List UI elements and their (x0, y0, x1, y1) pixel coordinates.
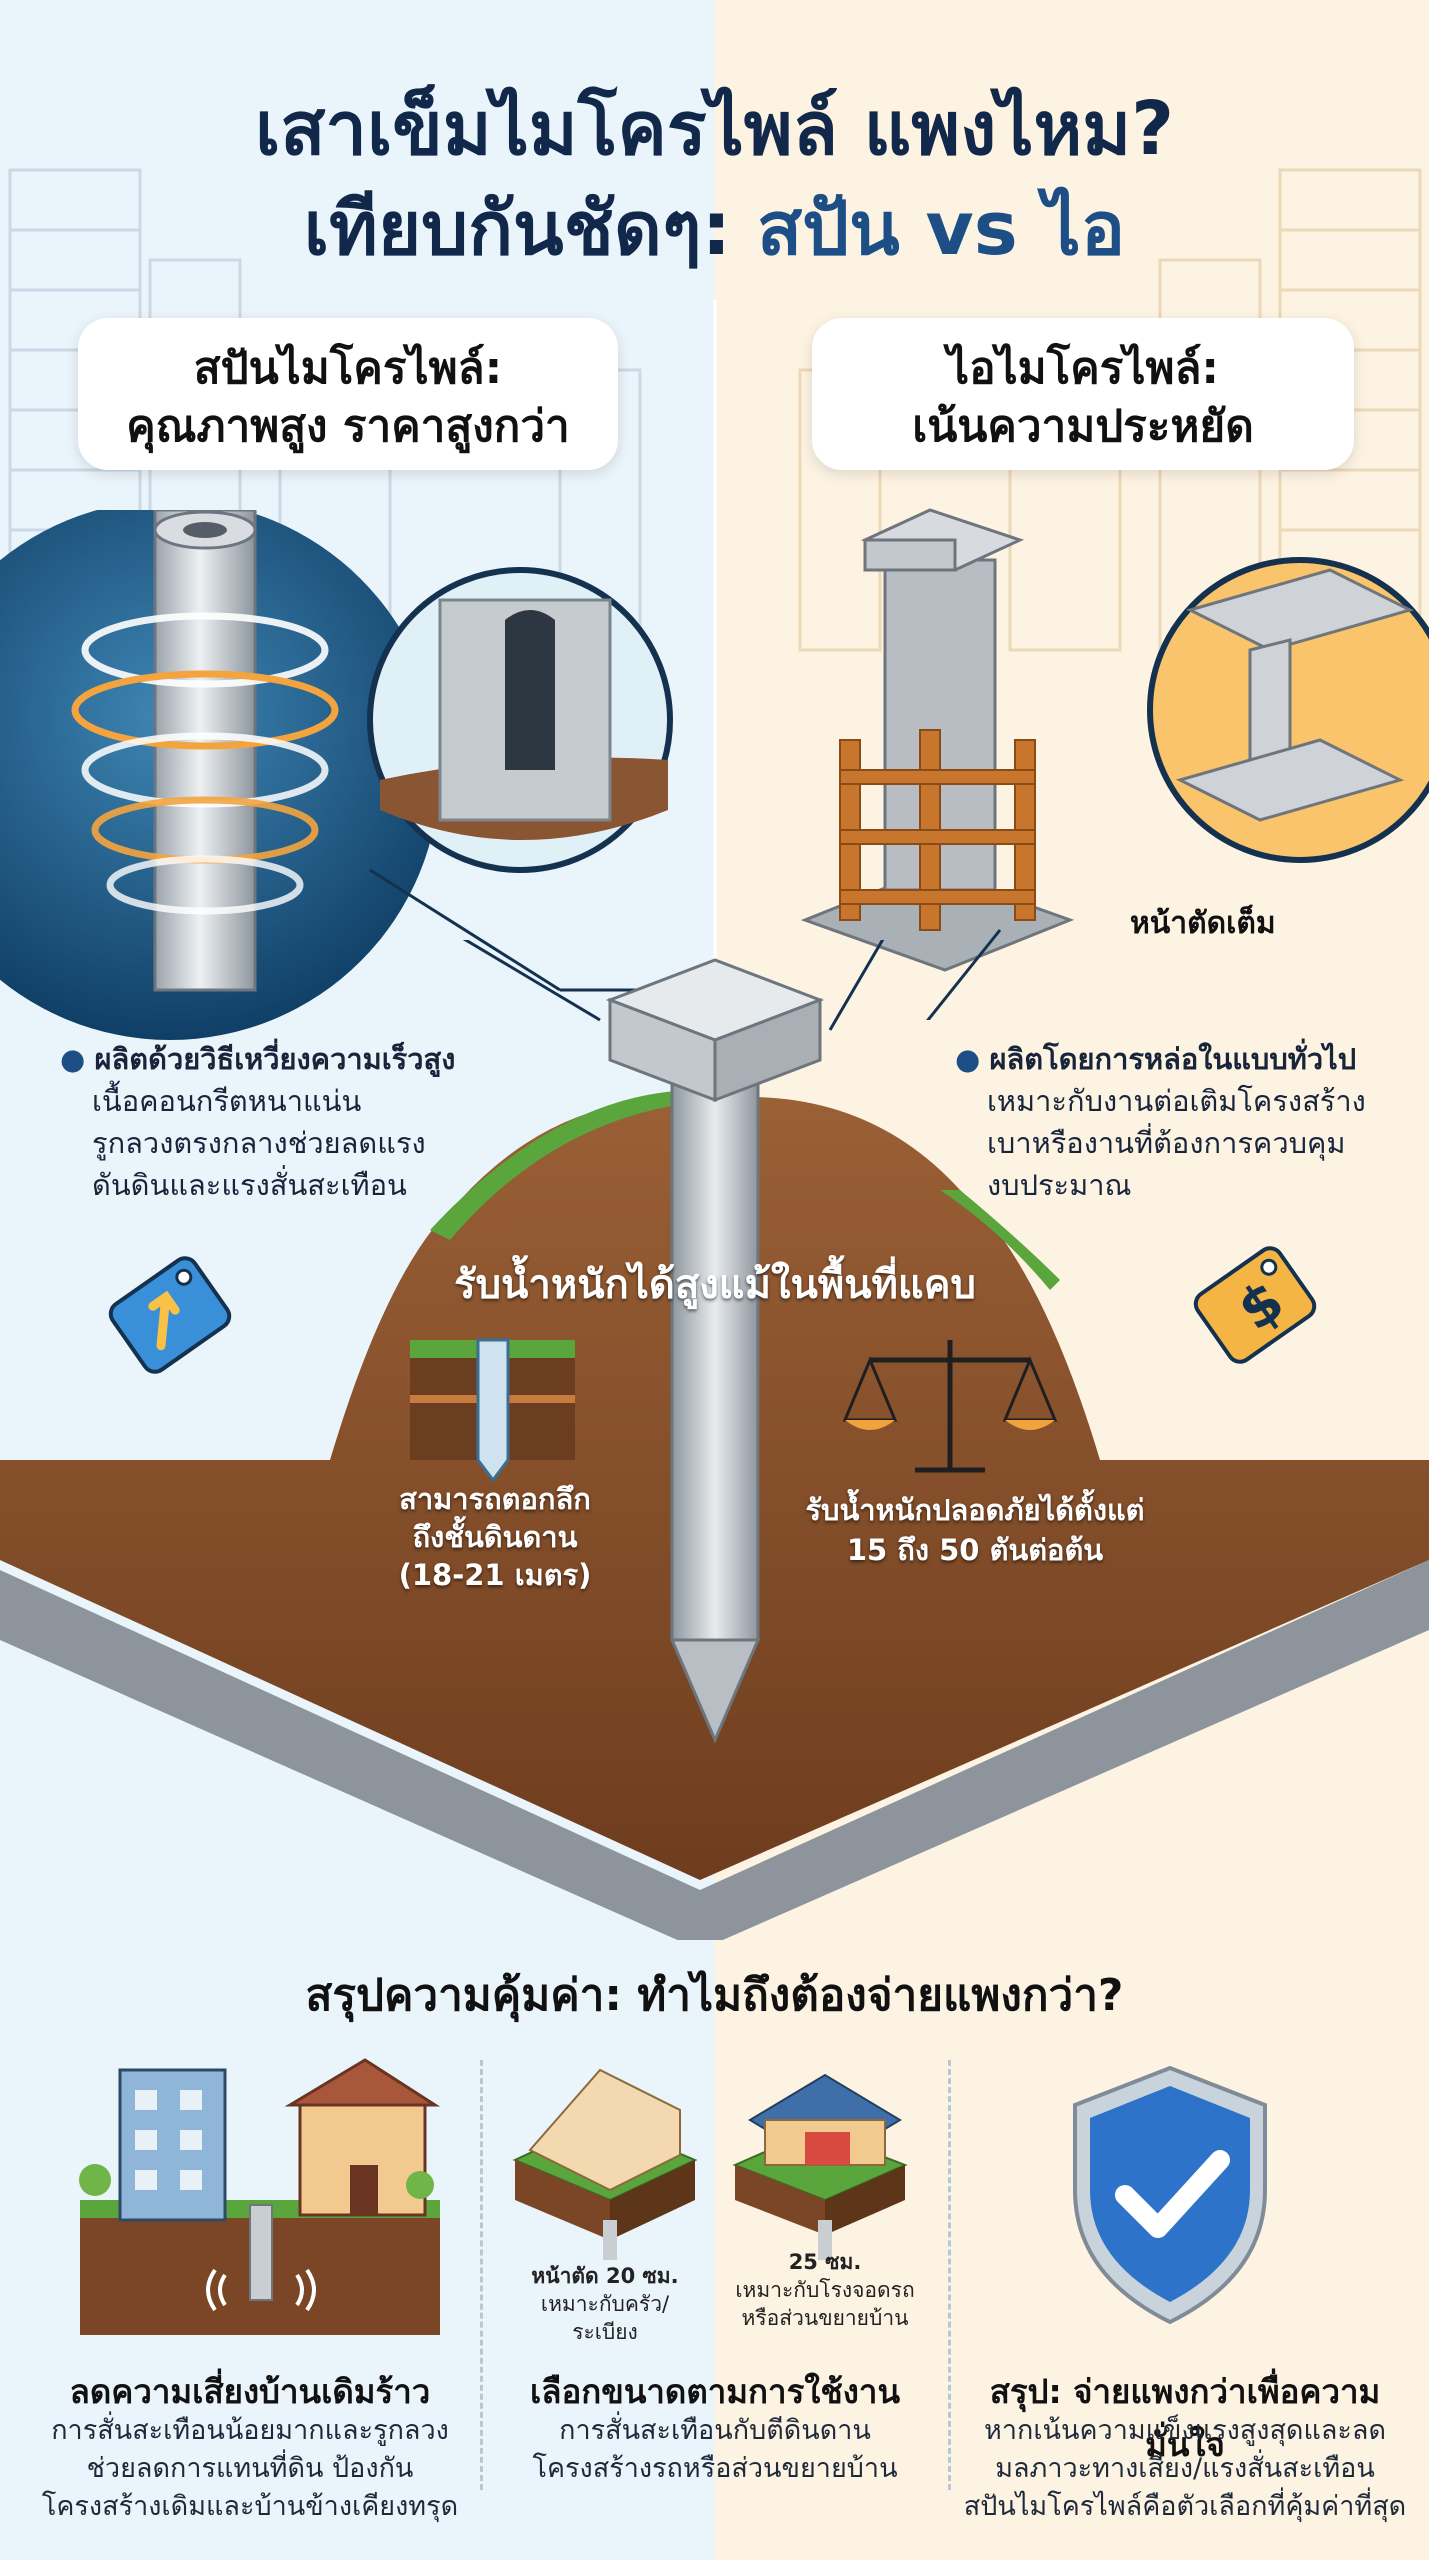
summary-col1-line: การสั่นสะเทือนน้อยมากและรูกลวง (51, 2415, 449, 2446)
load-line: 15 ถึง 50 ตันต่อต้น (846, 1533, 1104, 1567)
main-title-line1: เสาเข็มไมโครไพล์ แพงไหม? (254, 86, 1175, 172)
spun-bullet: ● ผลิตด้วยวิธีเหวี่ยงความเร็วสูง เนื้อคอ… (60, 1038, 580, 1206)
main-title-line2: เทียบกันชัดๆ: สปัน vs ไอ (0, 180, 1429, 278)
spun-bullet-line: ดันดินและแรงสั่นสะเทือน (92, 1168, 407, 1202)
shield-check-icon (1073, 2065, 1267, 2325)
ipile-card-line1: ไอไมโครไพล์: (946, 343, 1220, 394)
summary-col3-line: มลภาวะทางเสียง/แรงสั่นสะเทือน (995, 2453, 1375, 2484)
spun-bullet-line: รูกลวงตรงกลางช่วยลดแรง (92, 1126, 426, 1160)
size-caption-a-line: หน้าตัด 20 ซม. (531, 2264, 679, 2288)
ipile-card: ไอไมโครไพล์: เน้นความประหยัด (812, 318, 1354, 470)
summary-col3-title: สรุป: จ่ายแพงกว่าเพื่อความมั่นใจ (989, 2372, 1381, 2464)
ipile-bullet: ● ผลิตโดยการหล่อในแบบทั่วไป เหมาะกับงานต… (955, 1038, 1395, 1206)
summary-col1-title: ลดความเสี่ยงบ้านเดิมร้าว (69, 2372, 431, 2411)
ipile-bullet-line: เบาหรืองานที่ต้องการควบคุม (987, 1126, 1346, 1160)
center-divider (713, 300, 717, 1020)
spun-bullet-line: เนื้อคอนกรีตหนาแน่น (92, 1084, 362, 1118)
size-caption-a: หน้าตัด 20 ซม. เหมาะกับครัว/ระเบียง (510, 2262, 700, 2346)
summary-col3-text: หากเน้นความแข็งแรงสูงสุดและลด มลภาวะทางเ… (950, 2412, 1420, 2526)
price-dollar-tag-icon: $ (1193, 1246, 1317, 1364)
spun-card: สปันไมโครไพล์: คุณภาพสูง ราคาสูงกว่า (78, 318, 618, 470)
size-caption-b-line: เหมาะกับโรงจอดรถ (735, 2278, 915, 2302)
summary-col2-line: การสั่นสะเทือนกับตีดินดาน (559, 2415, 871, 2446)
load-label: รับน้ำหนักปลอดภัยได้ตั้งแต่ 15 ถึง 50 ตั… (770, 1490, 1180, 1570)
load-line: รับน้ำหนักปลอดภัยได้ตั้งแต่ (805, 1493, 1145, 1527)
ipile-bullet-line: เหมาะกับงานต่อเติมโครงสร้าง (987, 1084, 1366, 1118)
summary-divider (948, 2060, 951, 2490)
spun-card-line2: คุณภาพสูง ราคาสูงกว่า (126, 401, 570, 452)
size-caption-b-line: หรือส่วนขยายบ้าน (741, 2306, 909, 2330)
depth-line: สามารถตอกลึก (399, 1482, 591, 1516)
ipile-illustration (800, 508, 1429, 1020)
summary-col1-line: โครงสร้างเดิมและบ้านข้างเคียงทรุด (41, 2491, 459, 2522)
ipile-bullet-line: งบประมาณ (987, 1168, 1132, 1202)
summary-col1-text: การสั่นสะเทือนน้อยมากและรูกลวง ช่วยลดการ… (20, 2412, 480, 2526)
summary-col2-title: เลือกขนาดตามการใช้งาน (529, 2372, 901, 2411)
ipile-bullet-head: ผลิตโดยการหล่อในแบบทั่วไป (989, 1042, 1357, 1076)
spun-card-line1: สปันไมโครไพล์: (193, 343, 503, 394)
summary-col2-line: โครงสร้างรถหรือส่วนขยายบ้าน (532, 2453, 898, 2484)
soil-diagram (0, 940, 1429, 1940)
main-title-prefix: เทียบกันชัดๆ: (303, 186, 757, 272)
price-up-tag-icon (108, 1256, 232, 1374)
summary-col3-line: หากเน้นความแข็งแรงสูงสุดและลด (984, 2415, 1386, 2446)
size-caption-b: 25 ซม. เหมาะกับโรงจอดรถ หรือส่วนขยายบ้าน (725, 2248, 925, 2332)
center-headline: รับน้ำหนักได้สูงแม้ในพื้นที่แคบ (454, 1262, 976, 1308)
spun-pile-illustration (0, 510, 673, 1040)
depth-label: สามารถตอกลึก ถึงชั้นดินดาน (18-21 เมตร) (350, 1480, 640, 1594)
ipile-card-line2: เน้นความประหยัด (912, 401, 1254, 452)
main-title-accent: สปัน vs ไอ (756, 186, 1126, 272)
houses-vibration-illustration (79, 2058, 441, 2335)
summary-col2-text: การสั่นสะเทือนกับตีดินดาน โครงสร้างรถหรื… (485, 2412, 945, 2488)
summary-divider (480, 2060, 483, 2490)
summary-col3-line: สปันไมโครไพล์คือตัวเลือกที่คุ้มค่าที่สุด (963, 2491, 1407, 2522)
spun-bullet-head: ผลิตด้วยวิธีเหวี่ยงความเร็วสูง (94, 1042, 456, 1076)
pile-size-illustration (512, 2068, 908, 2260)
size-caption-a-line: เหมาะกับครัว/ระเบียง (540, 2292, 670, 2344)
full-section-label: หน้าตัดเต็ม (1130, 906, 1276, 941)
size-caption-b-line: 25 ซม. (788, 2250, 862, 2274)
depth-line: (18-21 เมตร) (398, 1558, 592, 1592)
summary-col1-line: ช่วยลดการแทนที่ดิน ป้องกัน (86, 2453, 414, 2484)
depth-line: ถึงชั้นดินดาน (412, 1520, 578, 1554)
summary-heading: สรุปความคุ้มค่า: ทำไมถึงต้องจ่ายแพงกว่า? (305, 1970, 1124, 2021)
